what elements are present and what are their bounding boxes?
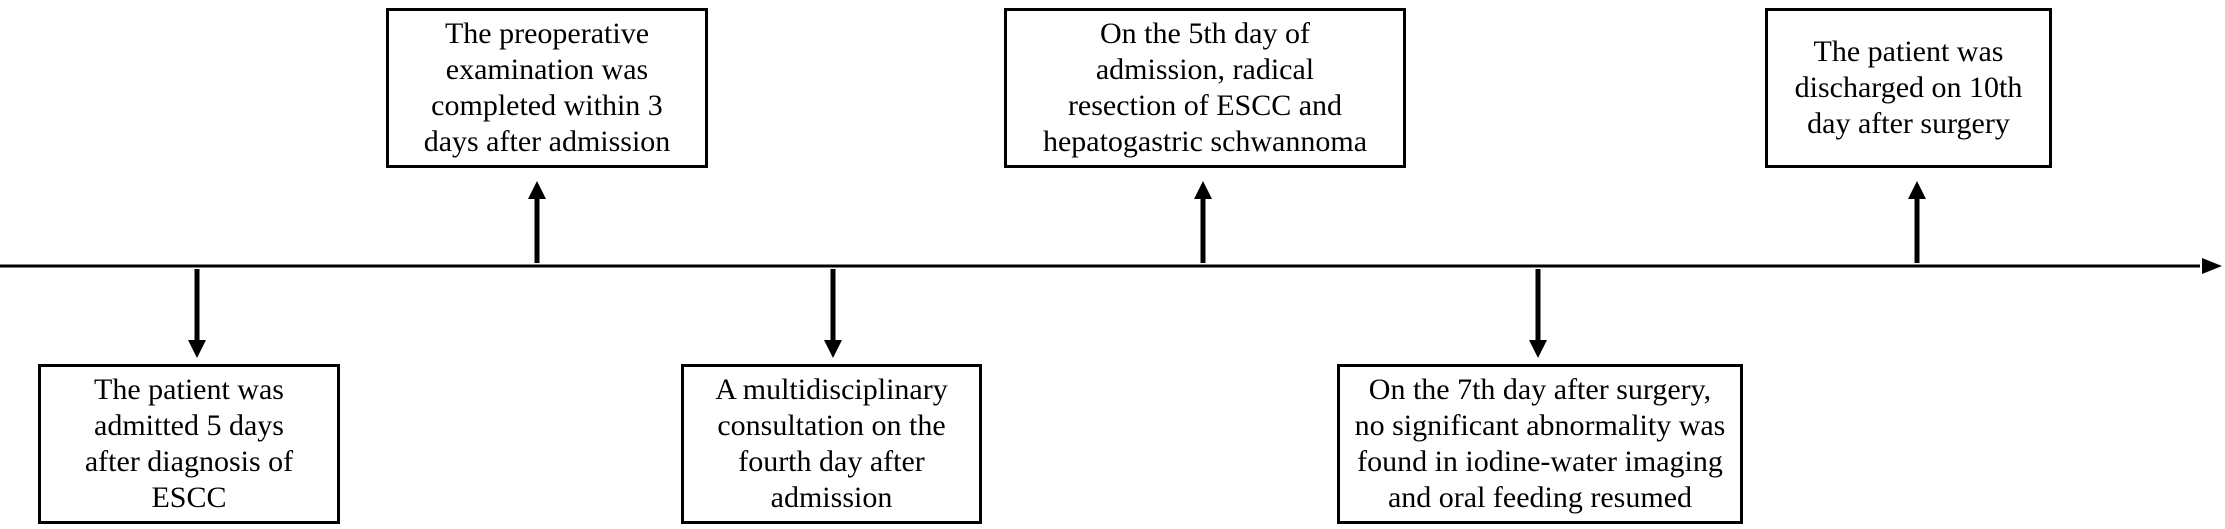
event-text-e1: The patient was admitted 5 days after di… [84,373,294,514]
event-box-e2: The preoperative examination was complet… [386,8,708,168]
timeline-arrowhead [2202,258,2222,274]
connector-arrowhead-e2 [528,181,546,199]
event-text-e4: On the 5th day of admission, radical res… [1042,17,1368,158]
connector-arrowhead-e4 [1194,181,1212,199]
event-box-e6: The patient was discharged on 10th day a… [1765,8,2052,168]
event-box-e1: The patient was admitted 5 days after di… [38,364,340,524]
event-box-e5: On the 7th day after surgery, no signifi… [1337,364,1743,524]
connector-arrowhead-e1 [188,340,206,358]
event-text-e2: The preoperative examination was complet… [423,17,671,158]
event-text-e6: The patient was discharged on 10th day a… [1794,35,2023,140]
event-text-e5: On the 7th day after surgery, no signifi… [1354,373,1726,514]
event-text-e3: A multidisciplinary consultation on the … [715,373,948,514]
connector-arrowhead-e6 [1908,181,1926,199]
connector-arrowhead-e3 [824,340,842,358]
event-box-e4: On the 5th day of admission, radical res… [1004,8,1406,168]
event-box-e3: A multidisciplinary consultation on the … [681,364,982,524]
connector-arrowhead-e5 [1529,340,1547,358]
